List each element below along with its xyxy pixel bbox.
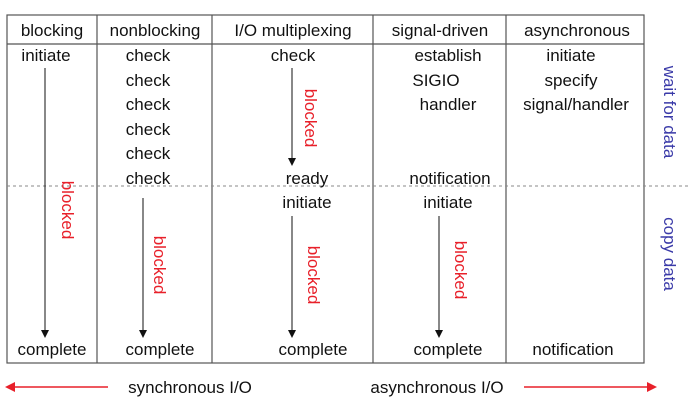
step-notification: notification	[409, 169, 490, 188]
header-signal-driven: signal-driven	[392, 21, 488, 40]
header-asynchronous: asynchronous	[524, 21, 630, 40]
header-row: blocking nonblocking I/O multiplexing si…	[21, 21, 630, 40]
step-signal-handler: signal/handler	[523, 95, 629, 114]
step-initiate: initiate	[423, 193, 472, 212]
column-asynchronous: initiate specify signal/handler notifica…	[523, 46, 629, 359]
step-notification: notification	[532, 340, 613, 359]
step-complete: complete	[18, 340, 87, 359]
blocked-label: blocked	[150, 236, 169, 295]
step-initiate: initiate	[546, 46, 595, 65]
side-label-wait-for-data: wait for data	[660, 65, 679, 159]
side-label-copy-data: copy data	[660, 217, 679, 291]
column-signal-driven: establish SIGIO handler notification ini…	[409, 46, 490, 359]
async-label: asynchronous I/O	[370, 378, 503, 397]
step-check: check	[126, 71, 171, 90]
step-initiate: initiate	[282, 193, 331, 212]
step-complete: complete	[414, 340, 483, 359]
table-border	[6, 14, 645, 364]
column-io-multiplexing: check blocked ready initiate blocked com…	[271, 46, 348, 359]
blocked-label: blocked	[301, 89, 320, 148]
blocked-label: blocked	[304, 246, 323, 305]
step-sigio: SIGIO	[412, 71, 459, 90]
blocked-label: blocked	[451, 241, 470, 300]
step-check: check	[126, 46, 171, 65]
step-check: check	[126, 169, 171, 188]
step-complete: complete	[126, 340, 195, 359]
step-check: check	[126, 144, 171, 163]
column-blocking: initiate blocked complete	[18, 46, 87, 359]
step-establish: establish	[414, 46, 481, 65]
step-check: check	[126, 95, 171, 114]
header-io-multiplexing: I/O multiplexing	[234, 21, 351, 40]
step-check: check	[126, 120, 171, 139]
table-grid	[6, 14, 690, 364]
sync-label: synchronous I/O	[128, 378, 252, 397]
column-nonblocking: check check check check check check bloc…	[126, 46, 195, 359]
blocked-label: blocked	[58, 181, 77, 240]
step-check: check	[271, 46, 316, 65]
step-specify: specify	[545, 71, 598, 90]
step-initiate: initiate	[21, 46, 70, 65]
footer: synchronous I/O asynchronous I/O	[5, 378, 657, 397]
step-ready: ready	[286, 169, 329, 188]
header-nonblocking: nonblocking	[110, 21, 201, 40]
step-handler: handler	[420, 95, 477, 114]
header-blocking: blocking	[21, 21, 83, 40]
step-complete: complete	[279, 340, 348, 359]
